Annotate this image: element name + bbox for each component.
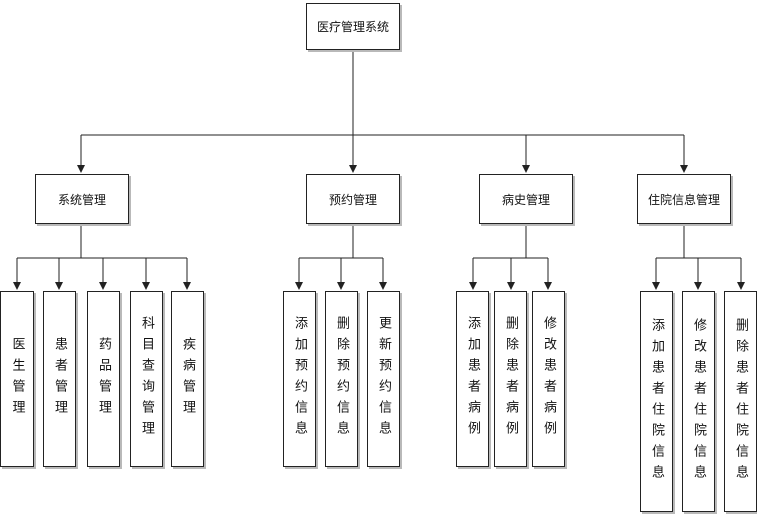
leaf-delete-patient-case: 删除患者病例 bbox=[494, 291, 527, 467]
leaf-label: 删除患者病例 bbox=[503, 316, 518, 442]
leaf-add-appointment: 添加预约信息 bbox=[283, 291, 316, 467]
leaf-add-patient-case: 添加患者病例 bbox=[456, 291, 489, 467]
leaf-disease-management: 疾病管理 bbox=[171, 291, 204, 467]
category-label: 预约管理 bbox=[328, 192, 377, 207]
leaf-doctor-management: 医生管理 bbox=[0, 291, 34, 467]
leaf-label: 药品管理 bbox=[96, 337, 111, 421]
leaf-label: 删除预约信息 bbox=[334, 316, 349, 442]
leaf-update-appointment: 更新预约信息 bbox=[367, 291, 400, 467]
category-label: 系统管理 bbox=[57, 192, 106, 207]
leaf-drug-management: 药品管理 bbox=[87, 291, 120, 467]
leaf-label: 删除患者住院信息 bbox=[733, 317, 748, 486]
category-label: 住院信息管理 bbox=[647, 192, 720, 207]
leaf-label: 科目查询管理 bbox=[139, 316, 154, 442]
category-medical-history-management: 病史管理 bbox=[479, 174, 573, 224]
category-appointment-management: 预约管理 bbox=[306, 174, 400, 224]
leaf-label: 患者管理 bbox=[52, 337, 67, 421]
leaf-modify-inpatient-info: 修改患者住院信息 bbox=[682, 291, 715, 512]
leaf-label: 修改患者病例 bbox=[541, 316, 556, 442]
leaf-label: 医生管理 bbox=[9, 337, 25, 421]
leaf-delete-inpatient-info: 删除患者住院信息 bbox=[724, 291, 757, 512]
leaf-label: 修改患者住院信息 bbox=[691, 317, 706, 486]
leaf-add-inpatient-info: 添加患者住院信息 bbox=[640, 291, 673, 512]
leaf-label: 添加患者病例 bbox=[465, 316, 480, 442]
category-system-management: 系统管理 bbox=[35, 174, 129, 224]
leaf-label: 添加患者住院信息 bbox=[649, 317, 664, 486]
category-label: 病史管理 bbox=[501, 192, 550, 207]
leaf-label: 添加预约信息 bbox=[292, 316, 307, 442]
category-inpatient-management: 住院信息管理 bbox=[637, 174, 731, 224]
root-node: 医疗管理系统 bbox=[306, 3, 400, 50]
leaf-patient-management: 患者管理 bbox=[43, 291, 76, 467]
leaf-label: 疾病管理 bbox=[180, 337, 195, 421]
root-label: 医疗管理系统 bbox=[316, 20, 389, 34]
leaf-modify-patient-case: 修改患者病例 bbox=[532, 291, 565, 467]
leaf-subject-query-management: 科目查询管理 bbox=[130, 291, 163, 467]
leaf-label: 更新预约信息 bbox=[376, 316, 391, 442]
leaf-delete-appointment: 删除预约信息 bbox=[325, 291, 358, 467]
